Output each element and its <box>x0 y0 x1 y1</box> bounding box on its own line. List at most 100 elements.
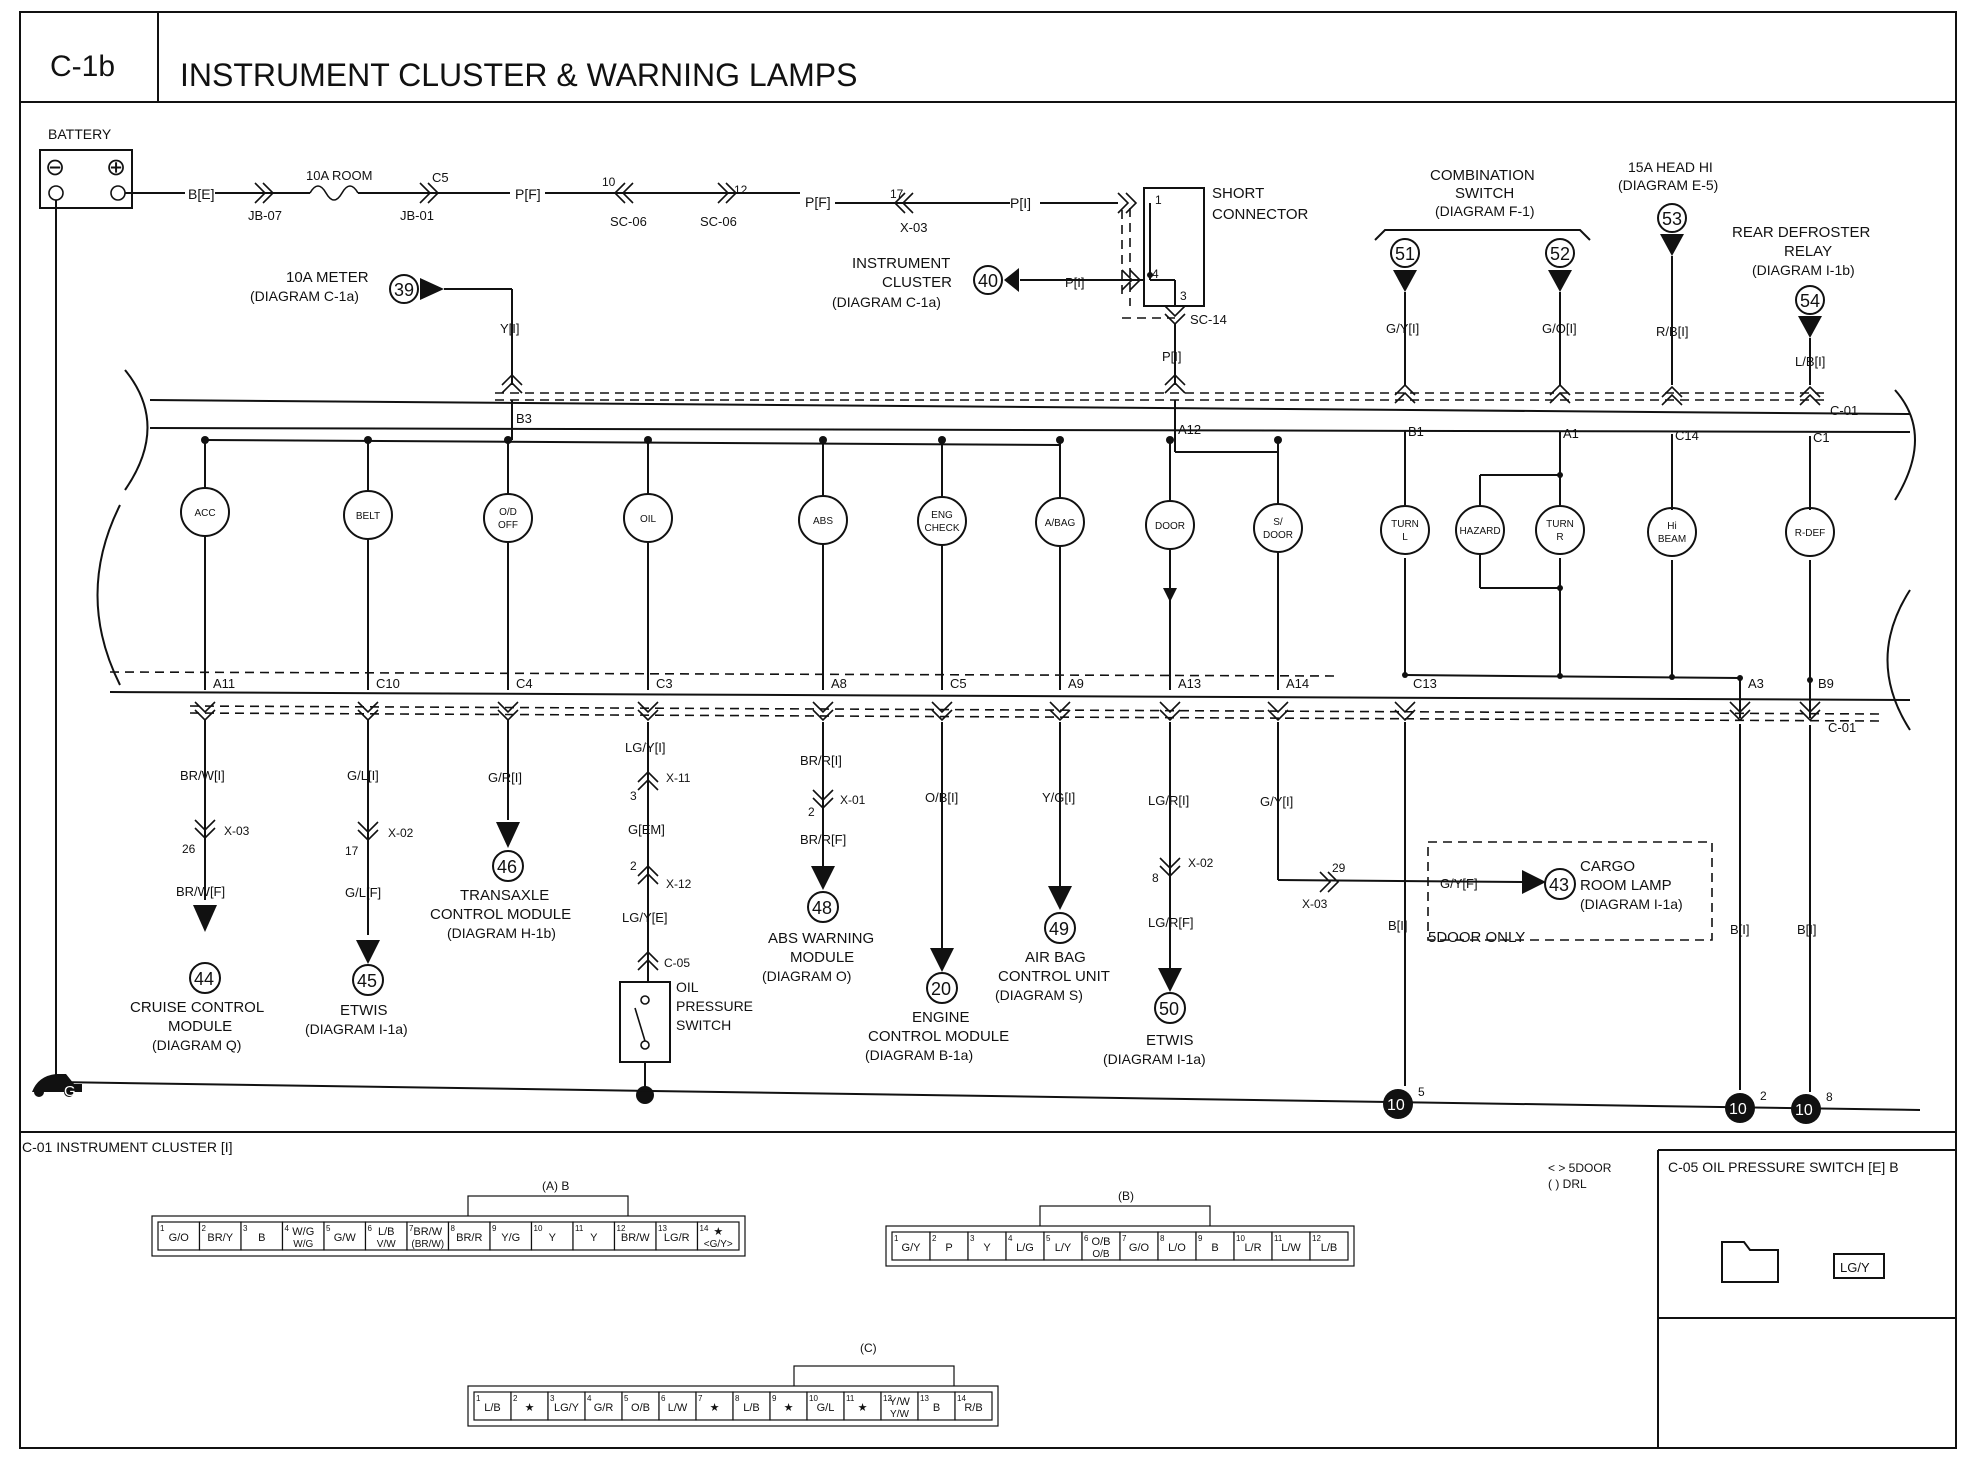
fuse-symbol <box>309 185 359 201</box>
svg-text:1: 1 <box>160 1224 165 1233</box>
pin-label-8: A14 <box>1286 676 1309 691</box>
svg-text:P[I]: P[I] <box>1162 349 1182 364</box>
svg-text:X-03: X-03 <box>1302 897 1328 911</box>
svg-text:17: 17 <box>345 844 359 858</box>
svg-text:OIL: OIL <box>676 979 699 995</box>
lamp-7: DOOR <box>1145 436 1195 690</box>
svg-text:G/R: G/R <box>594 1402 614 1414</box>
svg-text:L/W: L/W <box>1281 1242 1301 1254</box>
svg-text:2: 2 <box>932 1234 937 1243</box>
svg-text:43: 43 <box>1549 875 1569 895</box>
svg-text:3: 3 <box>970 1234 975 1243</box>
connector-c01-c: 1L/B2★3LG/Y4G/R5O/B6L/W7★8L/B9★10G/L11★1… <box>467 1365 999 1427</box>
svg-text:12: 12 <box>1312 1234 1321 1243</box>
svg-text:(DIAGRAM I-1b): (DIAGRAM I-1b) <box>1752 262 1855 278</box>
lamp-bulb <box>798 495 848 545</box>
svg-text:45: 45 <box>357 971 377 991</box>
diagram-code: C-1b <box>50 50 115 83</box>
svg-text:2: 2 <box>630 859 637 873</box>
svg-text:CARGO: CARGO <box>1580 858 1635 875</box>
svg-text:SWITCH: SWITCH <box>1455 185 1514 202</box>
svg-text:Y: Y <box>549 1232 557 1244</box>
ground-circle-2 <box>1725 1093 1755 1123</box>
svg-text:46: 46 <box>497 857 517 877</box>
svg-text:TRANSAXLE: TRANSAXLE <box>460 887 549 904</box>
svg-text:14: 14 <box>957 1394 966 1403</box>
pin-label-9: C13 <box>1413 676 1437 691</box>
svg-text:O/B: O/B <box>1092 1249 1110 1260</box>
svg-text:54: 54 <box>1800 291 1820 311</box>
svg-text:W/G: W/G <box>293 1239 313 1250</box>
svg-text:Y: Y <box>983 1242 991 1254</box>
svg-text:26: 26 <box>182 842 196 856</box>
svg-text:BR/W: BR/W <box>621 1232 650 1244</box>
svg-text:SC-06: SC-06 <box>610 214 647 229</box>
svg-text:P: P <box>945 1242 952 1254</box>
svg-text:B: B <box>933 1402 940 1414</box>
svg-text:CLUSTER: CLUSTER <box>882 274 952 291</box>
pin-cell <box>510 1391 549 1421</box>
svg-text:4: 4 <box>285 1224 290 1233</box>
svg-text:ENGINE: ENGINE <box>912 1009 970 1026</box>
lamp-0: ACC <box>180 436 230 690</box>
svg-text:G/L[I]: G/L[I] <box>347 768 379 783</box>
diagram-title: INSTRUMENT CLUSTER & WARNING LAMPS <box>180 57 857 93</box>
svg-text:(A) B: (A) B <box>542 1179 569 1193</box>
svg-text:8: 8 <box>1826 1090 1833 1104</box>
svg-text:10: 10 <box>1387 1097 1405 1114</box>
svg-text:P[F]: P[F] <box>515 186 541 202</box>
svg-text:Y[I]: Y[I] <box>500 321 520 336</box>
svg-text:R-DEF: R-DEF <box>1795 528 1826 539</box>
svg-text:B: B <box>1211 1242 1218 1254</box>
svg-text:12: 12 <box>617 1224 626 1233</box>
pin-cell <box>696 1221 740 1251</box>
svg-text:Y/W: Y/W <box>889 1396 910 1408</box>
svg-text:1: 1 <box>894 1234 899 1243</box>
svg-text:6: 6 <box>368 1224 373 1233</box>
svg-text:LG/Y[E]: LG/Y[E] <box>622 910 668 925</box>
ground-circle-3 <box>1791 1094 1821 1124</box>
svg-text:(DIAGRAM I-1a): (DIAGRAM I-1a) <box>1103 1051 1206 1067</box>
svg-text:ETWIS: ETWIS <box>340 1002 388 1019</box>
svg-text:P[I]: P[I] <box>1010 195 1031 211</box>
svg-text:7: 7 <box>698 1394 703 1403</box>
svg-text:LG/R[I]: LG/R[I] <box>1148 793 1189 808</box>
pin-cell <box>1309 1231 1349 1261</box>
svg-text:4: 4 <box>1152 267 1159 281</box>
svg-text:(DIAGRAM C-1a): (DIAGRAM C-1a) <box>250 288 359 304</box>
svg-text:ROOM LAMP: ROOM LAMP <box>1580 877 1672 894</box>
svg-text:5DOOR ONLY: 5DOOR ONLY <box>1428 929 1525 946</box>
lamp-bulb <box>1380 505 1430 555</box>
svg-text:SHORT: SHORT <box>1212 185 1264 202</box>
svg-text:(DIAGRAM B-1a): (DIAGRAM B-1a) <box>865 1047 973 1063</box>
svg-text:G/L: G/L <box>817 1402 835 1414</box>
svg-text:R/B: R/B <box>964 1402 982 1414</box>
svg-text:C-01 INSTRUMENT CLUSTER [I]: C-01 INSTRUMENT CLUSTER [I] <box>22 1139 233 1155</box>
svg-text:BR/R: BR/R <box>456 1232 482 1244</box>
lamp-bulb <box>1145 500 1195 550</box>
svg-text:RELAY: RELAY <box>1784 243 1832 260</box>
svg-text:COMBINATION: COMBINATION <box>1430 167 1535 184</box>
pin-label-5: C5 <box>950 676 967 691</box>
svg-text:44: 44 <box>194 969 214 989</box>
c05-connector-shape <box>1721 1241 1779 1283</box>
lamp-3: OIL <box>623 436 673 690</box>
svg-text:BEAM: BEAM <box>1658 534 1686 545</box>
svg-text:(DIAGRAM F-1): (DIAGRAM F-1) <box>1435 203 1535 219</box>
svg-text:L/B: L/B <box>484 1402 501 1414</box>
svg-text:5: 5 <box>1418 1085 1425 1099</box>
pin-cell <box>621 1391 660 1421</box>
svg-text:10: 10 <box>1729 1101 1747 1118</box>
car-ground-icon <box>32 1074 82 1097</box>
lamp-bulb <box>623 493 673 543</box>
pin-cell <box>769 1391 808 1421</box>
svg-text:17: 17 <box>890 187 904 201</box>
svg-text:★: ★ <box>858 1402 868 1414</box>
svg-text:(DIAGRAM H-1b): (DIAGRAM H-1b) <box>447 925 556 941</box>
svg-text:(B): (B) <box>1118 1189 1134 1203</box>
svg-text:BR/W[I]: BR/W[I] <box>180 768 225 783</box>
svg-text:C-01: C-01 <box>1828 720 1856 735</box>
svg-text:52: 52 <box>1550 244 1570 264</box>
pin-cell <box>658 1391 697 1421</box>
